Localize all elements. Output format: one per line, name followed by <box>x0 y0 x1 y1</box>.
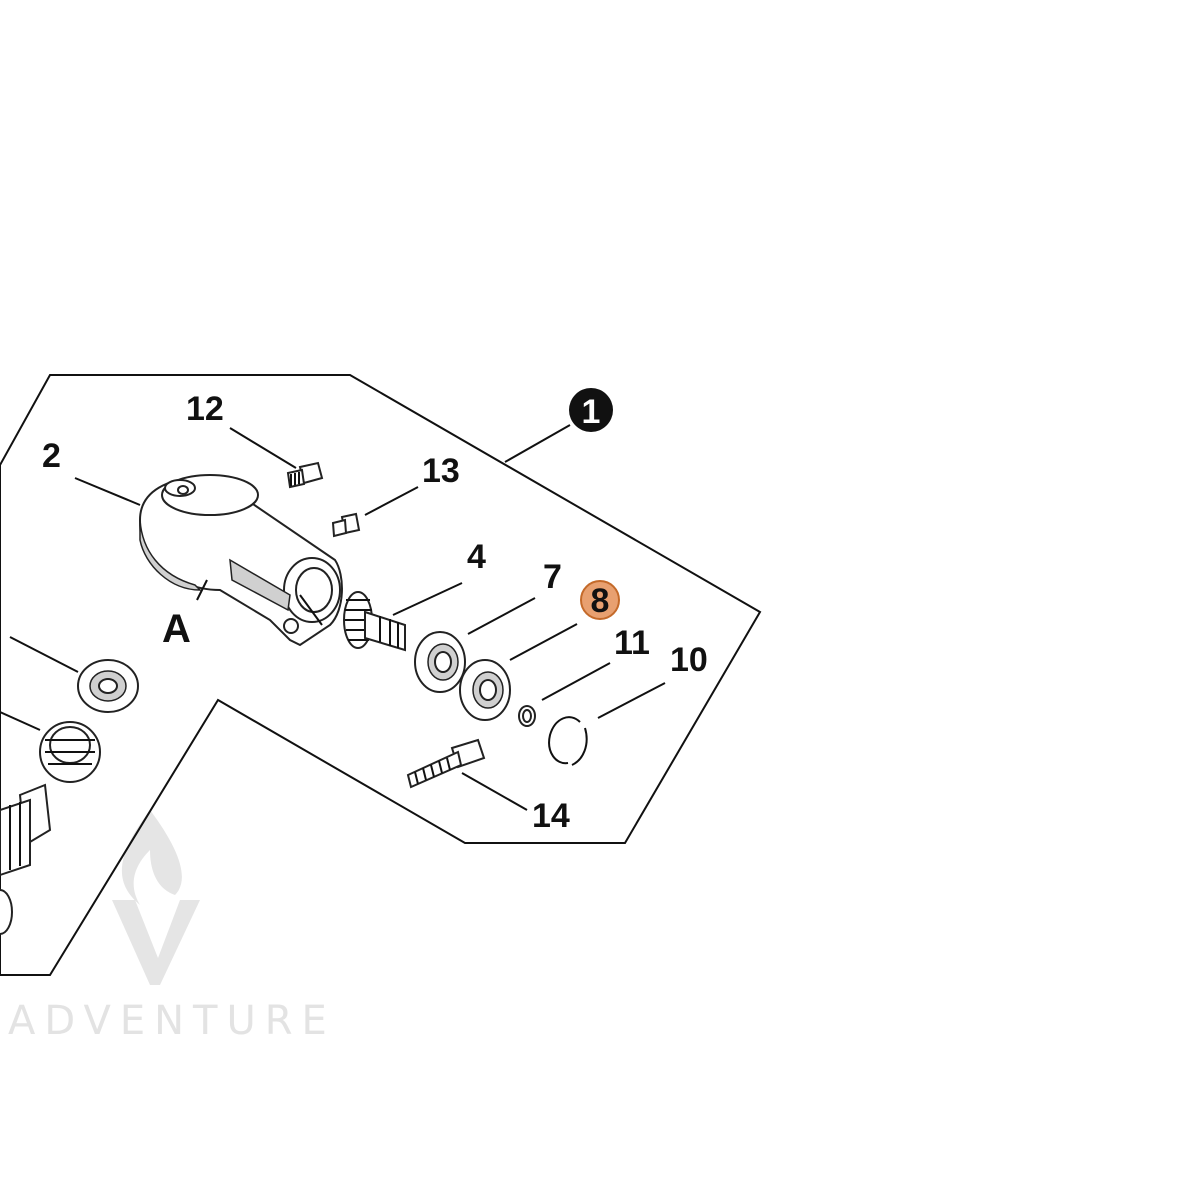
callout-1: 1 <box>582 393 601 431</box>
partial-ring-left <box>0 889 13 935</box>
leader-1 <box>504 424 571 463</box>
leader-2 <box>74 477 141 506</box>
screw-12 <box>286 461 324 489</box>
leader-left-2 <box>0 711 41 731</box>
leader-4 <box>392 582 463 616</box>
callout-14: 14 <box>532 797 570 835</box>
partial-gear-left <box>39 721 101 783</box>
callout-7: 7 <box>543 558 562 596</box>
bearing-7 <box>414 631 466 693</box>
shaft-gear-4 <box>343 591 406 652</box>
leader-left-1 <box>9 636 79 673</box>
kit-outline <box>0 374 762 976</box>
callout-2: 2 <box>42 437 61 475</box>
callout-11: 11 <box>614 624 650 662</box>
callout-4: 4 <box>467 538 486 576</box>
callout-10: 10 <box>670 641 708 679</box>
leader-8 <box>509 623 578 661</box>
watermark-text: ADVENTURE <box>8 998 336 1044</box>
screw-13 <box>331 512 361 538</box>
leader-10 <box>597 682 666 719</box>
callout-8: 8 <box>591 582 610 620</box>
circlip-10 <box>548 716 588 766</box>
leader-11 <box>541 662 611 701</box>
gear-housing <box>138 474 343 647</box>
highlight-circle-8[interactable] <box>580 580 620 620</box>
kit-badge-1 <box>569 388 613 432</box>
partial-shaft-left <box>0 783 52 877</box>
detail-label-a: A <box>162 607 191 651</box>
callout-13: 13 <box>422 452 460 490</box>
leader-14 <box>461 772 528 811</box>
leader-12 <box>229 427 297 469</box>
ring-11 <box>518 705 536 727</box>
leader-A <box>196 579 208 601</box>
callout-12: 12 <box>186 390 224 428</box>
bolt-14 <box>406 738 486 789</box>
leader-13 <box>364 486 419 516</box>
partial-bearing-left <box>77 659 139 713</box>
bearing-8 <box>459 659 511 721</box>
watermark-logo <box>112 810 200 985</box>
leader-7 <box>467 597 536 635</box>
